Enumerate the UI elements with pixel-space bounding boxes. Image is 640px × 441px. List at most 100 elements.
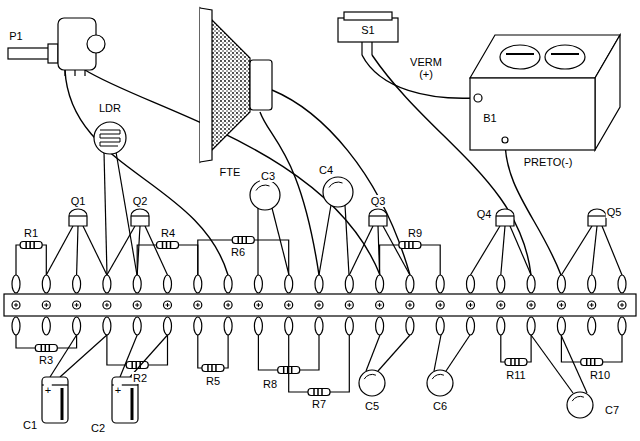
eyelet-cross — [44, 303, 48, 307]
eyelet-cross — [347, 303, 351, 307]
resistor-symbol — [202, 365, 224, 372]
eyelet-cross — [135, 303, 139, 307]
eyelet-cross — [226, 303, 230, 307]
eyelet — [557, 301, 565, 309]
terminal-lug — [345, 275, 353, 293]
part-label: Q3 — [370, 195, 387, 207]
part-label: P1 — [8, 30, 23, 42]
terminal-lug — [467, 275, 475, 293]
battery-cell — [545, 45, 585, 69]
capacitor-stripe — [131, 388, 134, 420]
part-label: C6 — [432, 400, 448, 412]
resistor-symbol — [308, 389, 330, 396]
capacitor-shade — [432, 374, 444, 379]
resistor-band — [408, 242, 410, 249]
part-label: Q5 — [606, 206, 623, 218]
battery-cell — [500, 45, 540, 69]
part-label: R10 — [589, 369, 611, 381]
part-label: C2 — [90, 422, 106, 434]
resistor-band — [166, 242, 168, 249]
battery-terminal — [502, 137, 508, 143]
switch-rocker — [344, 12, 392, 20]
terminal-lug — [497, 275, 505, 293]
resistor-band — [586, 359, 588, 366]
pot-cap — [87, 35, 105, 53]
transistor-leg — [107, 226, 135, 275]
eyelet — [497, 301, 505, 309]
transistor-leg — [471, 226, 501, 275]
eyelet — [42, 301, 50, 309]
eyelet-cross — [166, 303, 170, 307]
resistor-symbol — [399, 242, 421, 249]
terminal-lug — [527, 275, 535, 293]
resistor-band — [246, 237, 248, 244]
capacitor-lead — [366, 335, 380, 371]
capacitor-shade — [329, 182, 343, 187]
terminal-lug — [557, 317, 565, 335]
resistor-band — [317, 389, 319, 396]
ceramic-capacitor — [323, 177, 353, 207]
eyelet-cross — [438, 303, 442, 307]
battery-side — [595, 35, 620, 150]
terminal-lug — [133, 275, 141, 293]
resistor-band — [131, 362, 133, 369]
drawing — [4, 8, 636, 423]
eyelet — [345, 301, 353, 309]
resistor-band — [594, 359, 596, 366]
eyelet-cross — [559, 303, 563, 307]
terminal-lug — [12, 275, 20, 293]
resistor-lead — [380, 245, 441, 275]
eyelet — [406, 301, 414, 309]
resistor-symbol — [157, 242, 179, 249]
terminal-lug — [436, 317, 444, 335]
terminal-lug — [406, 275, 414, 293]
ldr-symbol — [94, 122, 126, 154]
switch-body — [338, 18, 398, 42]
resistor-band — [211, 365, 213, 372]
resistor-lead — [289, 335, 350, 392]
part-label: R11 — [505, 369, 526, 381]
eyelet-cross — [499, 303, 503, 307]
eyelet-cross — [529, 303, 533, 307]
part-label: C7 — [604, 404, 620, 416]
resistor-band — [514, 359, 516, 366]
terminal-lug — [588, 275, 596, 293]
capacitor-lead — [120, 335, 137, 377]
transistor-leg — [592, 226, 597, 275]
resistor-band — [590, 359, 592, 366]
resistor-band — [313, 389, 315, 396]
eyelet — [588, 301, 596, 309]
eyelet — [224, 301, 232, 309]
ldr-lead — [116, 152, 137, 275]
resistor-symbol — [232, 237, 254, 244]
terminal-lug — [133, 317, 141, 335]
pot-lug — [65, 70, 85, 76]
transistor-leg — [46, 226, 73, 275]
resistor-band — [25, 242, 27, 249]
eyelet — [12, 301, 20, 309]
ceramic-capacitor — [567, 392, 593, 418]
capacitor-lead — [272, 208, 289, 275]
eyelet — [254, 301, 262, 309]
terminal-lug — [254, 317, 262, 335]
eyelet — [285, 301, 293, 309]
battery-shade — [551, 53, 579, 55]
transistor-leg — [77, 226, 78, 275]
resistor-symbol — [126, 362, 148, 369]
capacitor-lead — [60, 335, 107, 377]
eyelet-cross — [620, 303, 624, 307]
part-label: + — [114, 384, 122, 396]
transistor-leg — [501, 226, 505, 275]
ceramic-capacitor — [427, 370, 453, 396]
resistor-band — [207, 365, 209, 372]
pot-bushing — [48, 44, 58, 63]
terminal-lug — [376, 275, 384, 293]
resistor-lead — [198, 240, 289, 275]
eyelet — [103, 301, 111, 309]
eyelet-cross — [75, 303, 79, 307]
transistor-face — [496, 215, 514, 216]
terminal-lug — [73, 275, 81, 293]
eyelet-cross — [14, 303, 18, 307]
transistor-symbol — [69, 209, 87, 226]
part-label: S1 — [360, 24, 375, 36]
